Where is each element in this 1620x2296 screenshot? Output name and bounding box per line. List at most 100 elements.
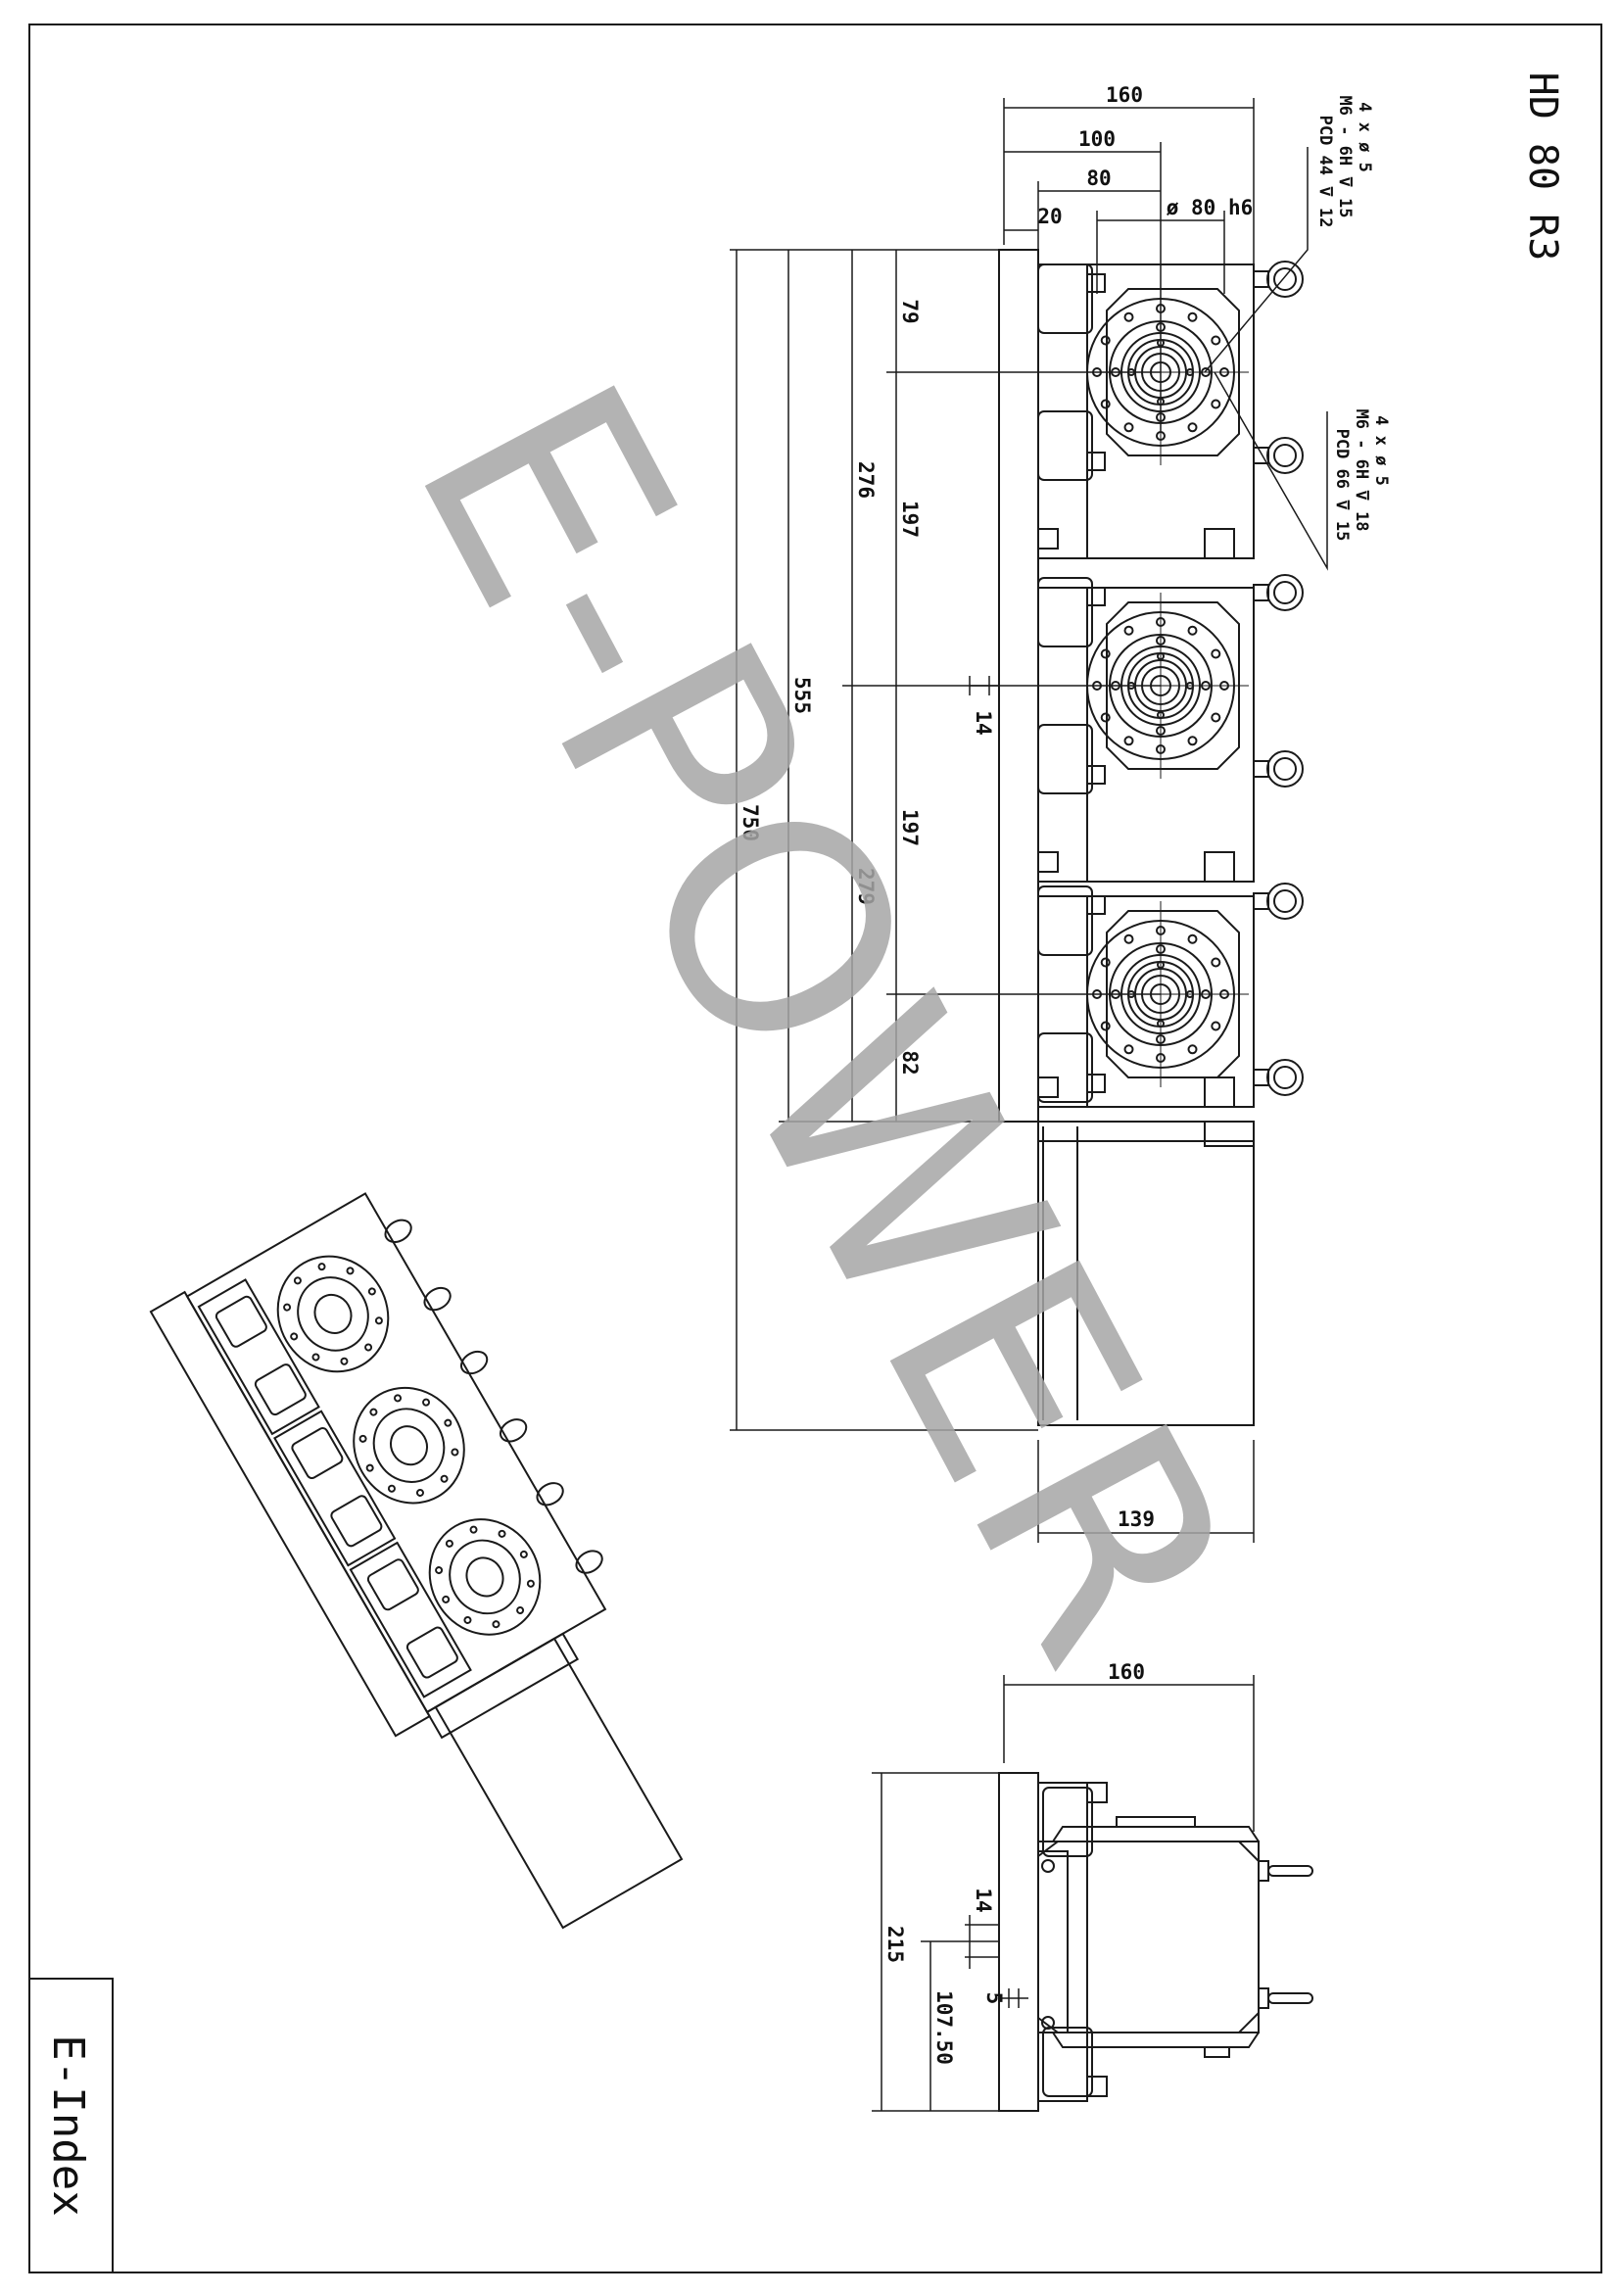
unit-fitting bbox=[1086, 452, 1106, 471]
lifting-eye bbox=[1266, 1059, 1304, 1096]
unit-slot bbox=[1204, 1076, 1235, 1108]
unit-fitting bbox=[1086, 587, 1106, 606]
iso-bolt-hole bbox=[374, 1316, 383, 1325]
iso-center bbox=[313, 1293, 353, 1334]
dim-width-100: 100 bbox=[1078, 127, 1116, 151]
unit-bolt-hole bbox=[1100, 712, 1111, 723]
unit-slot bbox=[1037, 1076, 1059, 1098]
iso-motor bbox=[434, 1637, 684, 1930]
hole-note-bottom-line-2: M6 - 6H ⊽ 18 bbox=[1352, 408, 1371, 531]
hole-note-bottom-line-1: 4 x ø 5 bbox=[1371, 415, 1391, 486]
unit-bolt-hole bbox=[1187, 736, 1198, 746]
title-block-frame bbox=[29, 1978, 114, 2272]
side-gearbox bbox=[1037, 1841, 1260, 2033]
unit-bolt-hole bbox=[1187, 311, 1198, 322]
side-dim-height-215: 215 bbox=[883, 1926, 907, 1963]
lifting-eye-hole bbox=[1273, 267, 1297, 291]
lifting-eye-hole bbox=[1273, 444, 1297, 467]
iso-unit bbox=[349, 1482, 603, 1698]
iso-bolt-hole bbox=[387, 1484, 396, 1493]
iso-cylinder bbox=[330, 1495, 383, 1548]
iso-flange bbox=[276, 1255, 390, 1373]
iso-lifting-eye bbox=[499, 1418, 528, 1443]
iso-table bbox=[297, 1276, 369, 1352]
side-base-plate bbox=[998, 1772, 1039, 2112]
lifting-eye bbox=[1266, 883, 1304, 920]
dim-length-197-a: 197 bbox=[898, 501, 922, 538]
unit-flange-plate bbox=[1106, 910, 1240, 1078]
unit-cylinder bbox=[1037, 410, 1093, 481]
unit-cylinder bbox=[1037, 577, 1093, 647]
lifting-eye bbox=[1266, 574, 1304, 611]
unit-clamp-block bbox=[1037, 587, 1088, 883]
unit-eye-stem bbox=[1253, 270, 1269, 288]
unit-bolt-hole bbox=[1123, 933, 1134, 944]
unit-bolt-hole bbox=[1211, 1021, 1221, 1031]
iso-bolt-hole bbox=[442, 1595, 451, 1603]
iso-flange bbox=[428, 1518, 542, 1636]
hole-note-bottom: 4 x ø 5 M6 - 6H ⊽ 18 PCD 66 ⊽ 15 bbox=[1332, 408, 1391, 541]
iso-bolt-hole bbox=[290, 1332, 299, 1341]
model-title: HD 80 R3 bbox=[1520, 72, 1565, 262]
iso-center bbox=[389, 1425, 429, 1466]
unit-slot bbox=[1037, 528, 1059, 550]
side-view-dimensions bbox=[872, 1675, 1255, 2112]
unit-bolt-hole bbox=[1100, 1021, 1111, 1031]
dim-length-750: 750 bbox=[739, 804, 762, 841]
lifting-eye-hole bbox=[1273, 1066, 1297, 1089]
iso-bolt-hole bbox=[498, 1529, 506, 1538]
iso-table bbox=[449, 1539, 521, 1615]
unit-bolt-hole bbox=[1123, 625, 1134, 636]
unit-fitting bbox=[1086, 765, 1106, 785]
sheet-border bbox=[28, 24, 1602, 2273]
unit-bolt-hole bbox=[1211, 957, 1221, 968]
dim-length-79: 79 bbox=[898, 299, 922, 323]
iso-bolt-hole bbox=[451, 1448, 459, 1457]
dim-flange-diameter: ø 80 h6 bbox=[1167, 196, 1254, 219]
index-unit bbox=[1037, 574, 1304, 883]
unit-fitting bbox=[1086, 895, 1106, 915]
iso-lifting-eye bbox=[459, 1350, 489, 1375]
unit-bolt-hole bbox=[1123, 1044, 1134, 1055]
unit-bolt-hole bbox=[1187, 625, 1198, 636]
dim-length-197-b: 197 bbox=[898, 809, 922, 846]
side-dim-half-height-107-50: 107.50 bbox=[932, 1990, 956, 2065]
iso-clamp bbox=[273, 1410, 397, 1567]
unit-bolt-hole bbox=[1211, 335, 1221, 346]
unit-cylinder bbox=[1037, 1032, 1093, 1103]
dim-width-160: 160 bbox=[1106, 83, 1143, 107]
unit-flange-plate bbox=[1106, 601, 1240, 770]
iso-bolt-hole bbox=[394, 1394, 403, 1403]
iso-cylinder bbox=[405, 1626, 458, 1679]
lifting-eye bbox=[1266, 437, 1304, 474]
iso-cylinder bbox=[366, 1558, 419, 1611]
lifting-eye bbox=[1266, 750, 1304, 788]
iso-bolt-hole bbox=[519, 1550, 528, 1558]
unit-cylinder bbox=[1037, 885, 1093, 956]
iso-bolt-hole bbox=[492, 1620, 500, 1629]
lifting-eye bbox=[1266, 261, 1304, 298]
iso-bolt-hole bbox=[415, 1488, 424, 1497]
isometric-view bbox=[149, 1192, 684, 1930]
unit-eye-stem bbox=[1253, 760, 1269, 778]
index-unit bbox=[1037, 261, 1304, 559]
iso-cylinder bbox=[254, 1363, 307, 1416]
iso-bolt-hole bbox=[440, 1474, 449, 1483]
unit-slot bbox=[1037, 851, 1059, 873]
hole-note-top-line-2: M6 - 6H ⊽ 15 bbox=[1335, 95, 1355, 217]
iso-housing bbox=[185, 1192, 607, 1714]
hole-note-top-line-1: 4 x ø 5 bbox=[1355, 102, 1374, 172]
unit-eye-stem bbox=[1253, 1069, 1269, 1086]
unit-bolt-hole bbox=[1211, 712, 1221, 723]
dim-width-20: 20 bbox=[1037, 205, 1062, 228]
iso-bolt-hole bbox=[445, 1539, 453, 1548]
lifting-eye-hole bbox=[1273, 757, 1297, 781]
iso-bolt-hole bbox=[346, 1267, 355, 1275]
index-unit bbox=[1037, 883, 1304, 1108]
iso-flange bbox=[353, 1386, 465, 1505]
unit-slot bbox=[1204, 851, 1235, 883]
unit-bolt-hole bbox=[1123, 736, 1134, 746]
unit-bolt-hole bbox=[1100, 648, 1111, 659]
iso-lifting-eye bbox=[575, 1550, 603, 1574]
